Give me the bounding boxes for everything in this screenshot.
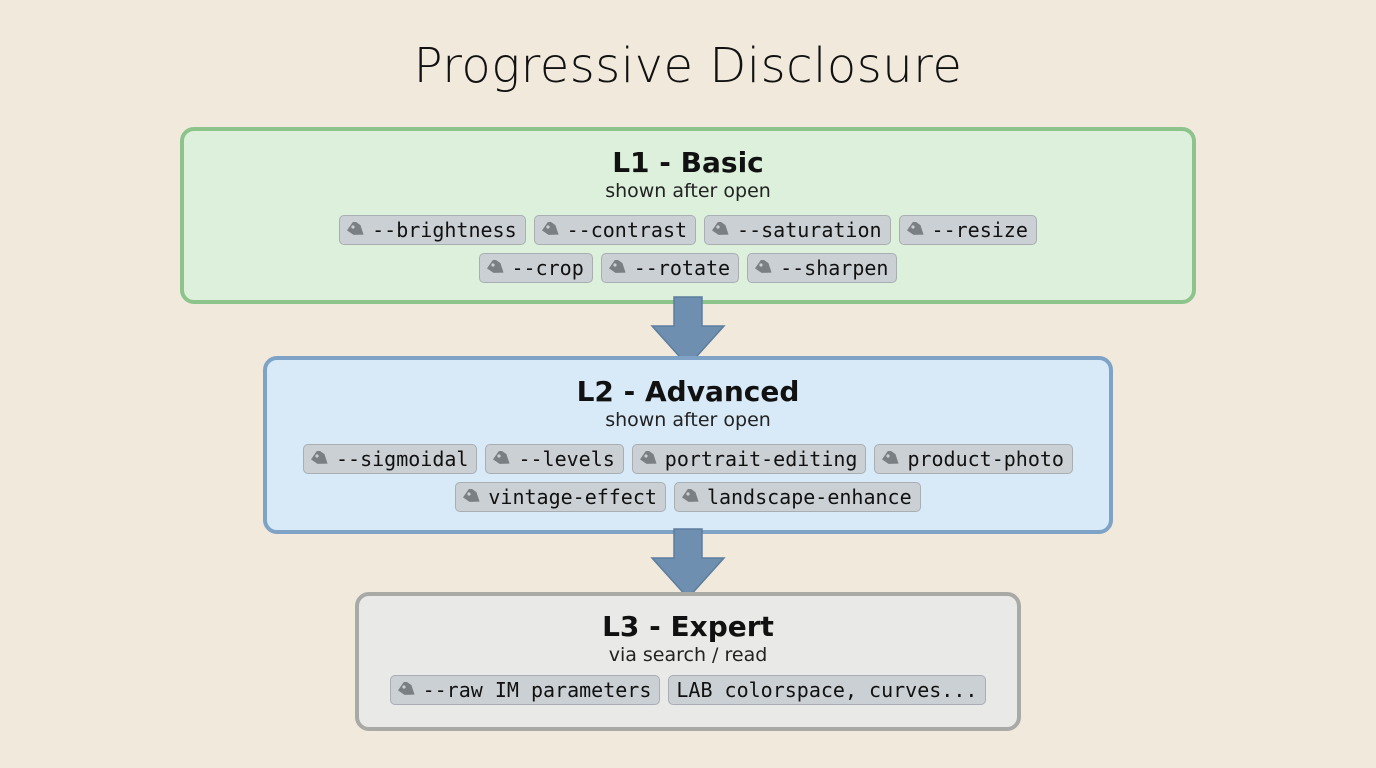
tag-label: --rotate: [633, 256, 731, 280]
tag-chip: landscape-enhance: [673, 482, 921, 512]
tag-label: portrait-editing: [664, 447, 858, 471]
level-subtitle: via search / read: [608, 644, 768, 666]
tag-icon: [712, 222, 729, 235]
tag-list: --brightness --contrast --saturation --r…: [184, 215, 1192, 283]
level-subtitle: shown after open: [605, 180, 771, 202]
tag-chip: LAB colorspace, curves...: [668, 675, 987, 705]
tag-chip: --resize: [898, 215, 1037, 245]
tag-list: --sigmoidal --levels portrait-editing pr…: [267, 444, 1109, 512]
diagram-title: Progressive Disclosure: [413, 38, 963, 94]
tag-icon: [463, 489, 480, 502]
tag-icon: [882, 451, 899, 464]
tag-icon: [755, 260, 772, 273]
tag-label: --contrast: [566, 218, 688, 242]
tag-chip: --raw IM parameters: [389, 675, 661, 705]
arrow-down-icon: [650, 296, 726, 368]
tag-chip: --saturation: [704, 215, 891, 245]
tag-label: --resize: [931, 218, 1028, 242]
tag-label: vintage-effect: [488, 485, 657, 509]
tag-chip: --crop: [478, 253, 593, 283]
tag-list: --raw IM parameters LAB colorspace, curv…: [359, 675, 1017, 705]
tag-icon: [397, 682, 415, 695]
tag-label: product-photo: [907, 447, 1064, 471]
tag-chip: portrait-editing: [631, 444, 867, 474]
level-title: L3 - Expert: [602, 610, 774, 643]
tag-label: landscape-enhance: [706, 485, 912, 509]
tag-chip: --sigmoidal: [303, 444, 478, 474]
tag-label: --crop: [511, 256, 584, 280]
tag-icon: [608, 260, 626, 273]
tag-chip: product-photo: [874, 444, 1073, 474]
level-subtitle: shown after open: [605, 409, 771, 431]
tag-chip: vintage-effect: [455, 482, 666, 512]
tag-icon: [906, 222, 924, 235]
tag-label: --levels: [518, 447, 615, 471]
tag-label: LAB colorspace, curves...: [676, 678, 978, 702]
tag-label: --sharpen: [780, 256, 889, 280]
tag-chip: --levels: [485, 444, 624, 474]
tag-chip: --sharpen: [747, 253, 898, 283]
tag-label: --saturation: [737, 218, 882, 242]
tag-chip: --contrast: [533, 215, 697, 245]
tag-chip: --brightness: [339, 215, 526, 245]
tag-icon: [486, 260, 504, 273]
tag-icon: [541, 222, 559, 235]
level-basic-box: L1 - Basic shown after open --brightness…: [180, 127, 1196, 304]
tag-icon: [639, 451, 657, 464]
tag-label: --brightness: [372, 218, 517, 242]
tag-icon: [347, 222, 364, 235]
level-title: L1 - Basic: [612, 146, 764, 179]
level-title: L2 - Advanced: [576, 375, 800, 408]
tag-chip: --rotate: [600, 253, 740, 283]
tag-label: --sigmoidal: [336, 447, 469, 471]
tag-label: --raw IM parameters: [422, 678, 652, 702]
level-expert-box: L3 - Expert via search / read --raw IM p…: [355, 592, 1021, 731]
tag-icon: [493, 451, 511, 464]
level-advanced-box: L2 - Advanced shown after open --sigmoid…: [263, 356, 1113, 534]
arrow-down-icon: [650, 528, 726, 600]
tag-icon: [311, 451, 328, 464]
tag-icon: [681, 489, 699, 502]
